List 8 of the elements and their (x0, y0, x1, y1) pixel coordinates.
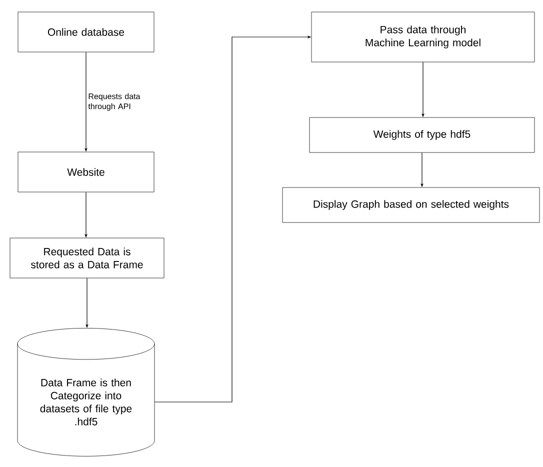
process-box: Weights of type hdf5 (309, 117, 535, 153)
process-box: Website (18, 152, 154, 192)
process-box: Display Graph based on selected weights (282, 187, 540, 223)
process-box: Online database (18, 12, 154, 52)
process-box: Requested Data is stored as a Data Frame (10, 238, 164, 278)
cylinder-node: Data Frame is then Categorize into datasets of file type .hdf5 (17, 328, 155, 456)
edge-label: Requests data through API (88, 93, 140, 111)
process-box: Pass data through Machine Learning model (311, 12, 535, 62)
